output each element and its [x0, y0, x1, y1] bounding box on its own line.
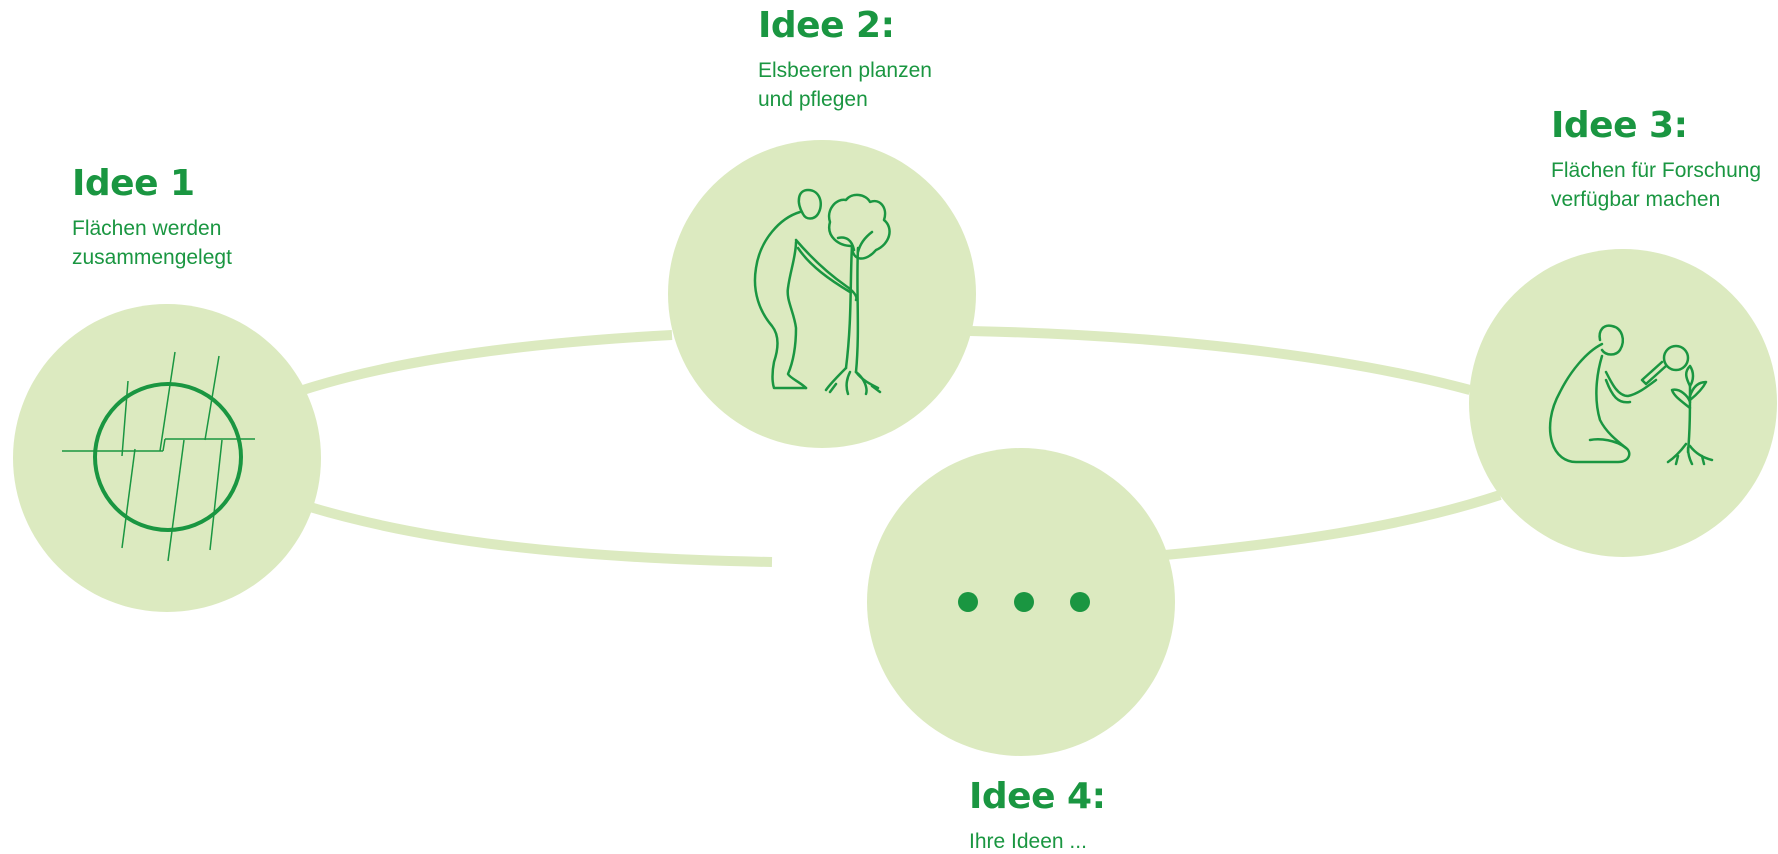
connector-1-open — [308, 502, 773, 567]
ellipsis-dot-3 — [1070, 592, 1090, 612]
idea-3-description: Flächen für Forschung verfügbar machen — [1551, 159, 1762, 211]
idea-2-circle — [668, 140, 976, 448]
connector-lines — [298, 326, 1502, 567]
idea-1-description: Flächen werden zusammengelegt — [72, 217, 232, 269]
idea-1-circle — [13, 304, 321, 612]
ellipsis-icon — [958, 592, 1090, 612]
idea-2-label: Idee 2: Elsbeeren planzen und pflegen — [758, 8, 932, 114]
connector-1-2 — [298, 330, 673, 396]
idea-2-description: Elsbeeren planzen und pflegen — [758, 59, 932, 111]
researcher-magnifier-plant-icon — [1548, 324, 1714, 466]
idea-3-title: Idee 3: — [1551, 105, 1688, 146]
idea-2-title: Idee 2: — [758, 5, 895, 46]
idea-3-label: Idee 3: Flächen für Forschung verfügbar … — [1551, 108, 1761, 214]
land-consolidation-icon — [62, 351, 255, 562]
ellipsis-dot-2 — [1014, 592, 1034, 612]
idea-circles — [13, 140, 1777, 756]
connector-3-4 — [1164, 490, 1502, 560]
idea-4-description: Ihre Ideen ... — [969, 830, 1087, 853]
idea-1-title: Idee 1 — [72, 163, 195, 204]
person-planting-tree-icon — [753, 188, 891, 396]
ellipsis-dot-1 — [958, 592, 978, 612]
connector-2-3 — [969, 326, 1472, 395]
idea-1-label: Idee 1 Flächen werden zusammengelegt — [72, 166, 232, 272]
idea-4-title: Idee 4: — [969, 776, 1106, 817]
idea-4-label: Idee 4: Ihre Ideen ... — [969, 776, 1106, 854]
